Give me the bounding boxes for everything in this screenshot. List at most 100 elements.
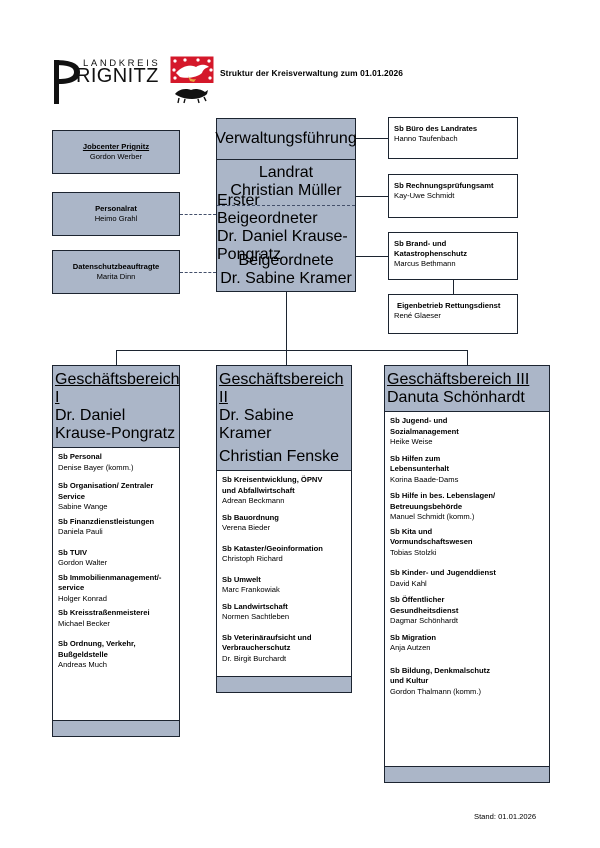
rpa-person: Kay-Uwe Schmidt	[394, 191, 455, 200]
buero-title: Sb Büro des Landrates	[394, 124, 478, 133]
logo-graphic: LANDKREIS RIGNITZ	[54, 55, 215, 106]
gb1-header: Geschäftsbereich I Dr. Daniel Krause-Pon…	[53, 366, 180, 448]
unit-person: Gordon Thalmann (komm.)	[390, 686, 482, 696]
unit-person: Manuel Schmidt (komm.)	[390, 512, 475, 521]
unit-person: Denise Bayer (komm.)	[58, 462, 134, 472]
unit-name: Sb Kataster/Geoinformation	[222, 543, 323, 553]
unit-name-line2: Lebensunterhalt	[390, 464, 450, 473]
connector-datenschutz	[180, 272, 216, 273]
unit-person: Dagmar Schönhardt	[390, 616, 458, 625]
unit-name-line2: Betreuungsbehörde	[390, 501, 463, 511]
unit-person: Anja Autzen	[390, 643, 431, 652]
unit-person: Michael Becker	[58, 618, 110, 628]
gb1-footer-strip	[53, 720, 179, 736]
unit-person: David Kahl	[390, 578, 427, 588]
buero-person: Hanno Taufenbach	[394, 134, 458, 143]
unit-person: Holger Konrad	[58, 593, 107, 603]
unit-person: Gordon Walter	[58, 558, 108, 567]
unit-item: Sb Hilfe in bes. Lebenslagen/Betreuungsb…	[390, 491, 549, 523]
unit-name: Sb Öffentlicher	[390, 595, 445, 604]
box-sb-buero-des-landrates: Sb Büro des Landrates Hanno Taufenbach	[388, 117, 518, 159]
rpa-title: Sb Rechnungsprüfungsamt	[394, 181, 494, 190]
department-column-3: Geschäftsbereich III Danuta Schönhardt S…	[384, 365, 550, 783]
unit-name: Sb Hilfen zum	[390, 453, 441, 463]
centre-vf-title: Verwaltungsführung	[215, 130, 357, 147]
page-title: Struktur der Kreisverwaltung zum 01.01.2…	[220, 68, 404, 78]
unit-name: Sb TUIV	[58, 547, 88, 557]
landkreis-prignitz-logo: LANDKREIS RIGNITZ	[50, 52, 218, 106]
unit-person: Dr. Birgit Burchardt	[222, 653, 287, 663]
personalrat-person: Heimo Grahl	[94, 214, 138, 223]
unit-name-line2: service	[58, 583, 85, 592]
gb1-lead: Dr. Daniel Krause-Pongratz	[55, 407, 176, 442]
unit-person: Tobias Stolzki	[390, 547, 437, 557]
unit-name: Sb Immobilienmanagement/-	[58, 572, 162, 582]
unit-person: Normen Sachtleben	[222, 612, 290, 621]
gb3-name: Geschäftsbereich III	[387, 371, 530, 388]
centre-bg-person: Dr. Sabine Kramer	[220, 270, 352, 287]
datenschutz-title: Datenschutzbeauftragte	[72, 262, 160, 271]
unit-person: Christoph Richard	[222, 554, 283, 563]
centre-eb-title: Erster Beigeordneter	[217, 192, 318, 227]
brand-title: Sb Brand- und	[394, 239, 447, 248]
datenschutz-person: Marita Dinn	[96, 272, 136, 281]
centre-eb-person: Dr. Daniel Krause-Pongratz	[217, 228, 348, 263]
unit-person: Daniela Pauli	[58, 527, 103, 536]
connector-personalrat	[180, 214, 216, 215]
verwaltungsfuehrung-block: Verwaltungsführung Landrat Christian Mül…	[215, 118, 357, 292]
unit-name: Sb Ordnung, Verkehr,	[58, 639, 136, 648]
gb2-lead: Dr. Sabine Kramer	[219, 407, 294, 442]
unit-person: Verena Bieder	[222, 523, 271, 532]
unit-name: Sb Kreisentwicklung, ÖPNV	[222, 475, 323, 484]
gb2-header: Geschäftsbereich II Dr. Sabine Kramer Ch…	[217, 366, 351, 471]
unit-name: Sb Personal	[58, 452, 102, 461]
gb3-footer-strip	[385, 766, 549, 782]
unit-name: Sb Umwelt	[222, 574, 261, 584]
unit-name: Sb Jugend- und	[390, 416, 448, 425]
svg-text:RIGNITZ: RIGNITZ	[76, 65, 159, 87]
unit-name-line2: Service	[58, 491, 86, 501]
centre-landrat-person: Christian Müller	[230, 182, 342, 199]
unit-name: Sb Kita und	[390, 526, 433, 536]
box-sb-brand-und-katastrophenschutz: Sb Brand- und Katastrophenschutz Marcus …	[388, 232, 518, 280]
box-eigenbetrieb-rettungsdienst: Eigenbetrieb Rettungsdienst René Glaeser	[388, 294, 518, 334]
rettung-person: René Glaeser	[394, 311, 441, 320]
connector-to-gb3	[467, 350, 468, 365]
unit-person: Marc Frankowiak	[222, 585, 280, 594]
unit-name: Sb Hilfe in bes. Lebenslagen/	[390, 491, 496, 500]
connector-rpa	[356, 196, 388, 197]
stand-date: Stand: 01.01.2026	[474, 812, 537, 821]
connector-bus	[116, 350, 467, 351]
connector-rettungsdienst	[453, 280, 454, 294]
centre-verwaltungsfuehrung: Verwaltungsführung	[215, 119, 357, 160]
unit-name-line2: Bußgeldstelle	[58, 649, 108, 659]
centre-erster-beigeordneter: Erster Beigeordneter Dr. Daniel Krause-P…	[217, 192, 355, 263]
department-column-2: Geschäftsbereich II Dr. Sabine Kramer Ch…	[216, 365, 352, 693]
centre-beigeordnete: Beigeordnete Dr. Sabine Kramer	[217, 249, 355, 291]
centre-landrat: Landrat Christian Müller	[217, 159, 355, 205]
box-personalrat: Personalrat Heimo Grahl	[52, 192, 180, 236]
personalrat-title: Personalrat	[95, 204, 137, 213]
box-datenschutzbeauftragte: Datenschutzbeauftragte Marita Dinn	[52, 250, 180, 294]
gb2-footer-strip	[217, 676, 351, 692]
gb3-lead: Danuta Schönhardt	[387, 389, 525, 406]
unit-name: Sb Kinder- und Jugenddienst	[390, 568, 496, 577]
connector-trunk	[286, 292, 287, 365]
gb1-name: Geschäftsbereich I	[55, 371, 180, 406]
